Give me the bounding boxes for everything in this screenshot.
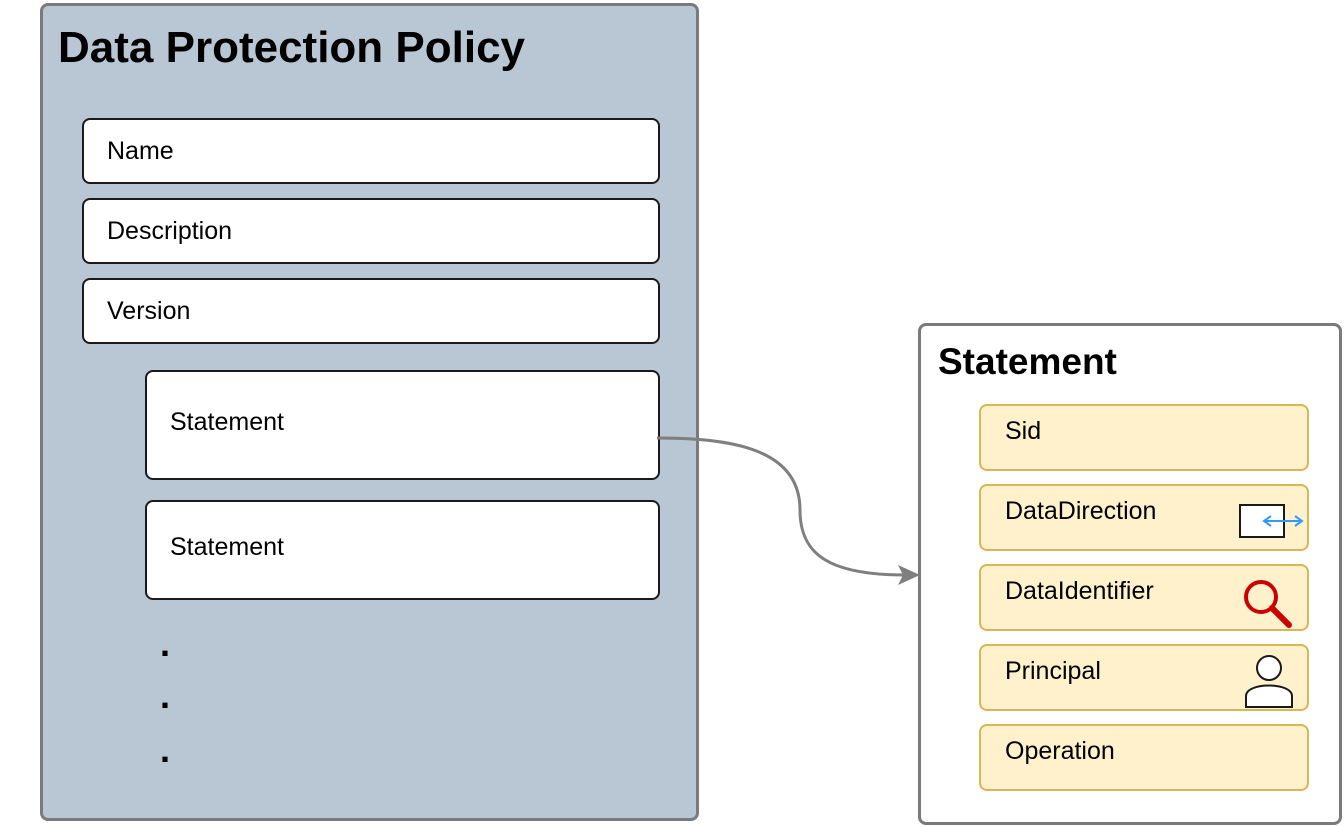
version-field[interactable]: Version — [82, 278, 660, 344]
name-label: Name — [107, 136, 174, 165]
statement-box-1[interactable]: Statement — [145, 370, 660, 480]
ellipsis-dot-2: . — [160, 675, 171, 716]
attr-sid[interactable]: Sid — [979, 404, 1309, 471]
statement-label-2: Statement — [170, 532, 284, 561]
attr-principal[interactable]: Principal — [979, 644, 1309, 711]
attr-principal-label: Principal — [1005, 657, 1101, 685]
ellipsis-dot-3: . — [160, 729, 171, 770]
attr-data-direction[interactable]: DataDirection — [979, 484, 1309, 551]
attr-operation-label: Operation — [1005, 737, 1115, 765]
attr-data-identifier-label: DataIdentifier — [1005, 577, 1154, 605]
description-label: Description — [107, 216, 233, 245]
name-field[interactable]: Name — [82, 118, 660, 184]
magnifier-icon — [1244, 580, 1292, 628]
ellipsis-dot-1: . — [160, 623, 171, 664]
attr-data-identifier[interactable]: DataIdentifier — [979, 564, 1309, 631]
description-field[interactable]: Description — [82, 198, 660, 264]
attr-data-direction-label: DataDirection — [1005, 497, 1157, 525]
statement-box-2[interactable]: Statement — [145, 500, 660, 600]
attr-sid-label: Sid — [1005, 417, 1042, 445]
statement-label-1: Statement — [170, 407, 284, 436]
data-direction-icon — [1239, 504, 1304, 538]
policy-title: Data Protection Policy — [58, 23, 526, 72]
user-icon — [1245, 655, 1293, 708]
attr-operation[interactable]: Operation — [979, 724, 1309, 791]
version-label: Version — [107, 296, 191, 325]
statement-panel-title: Statement — [938, 341, 1117, 382]
